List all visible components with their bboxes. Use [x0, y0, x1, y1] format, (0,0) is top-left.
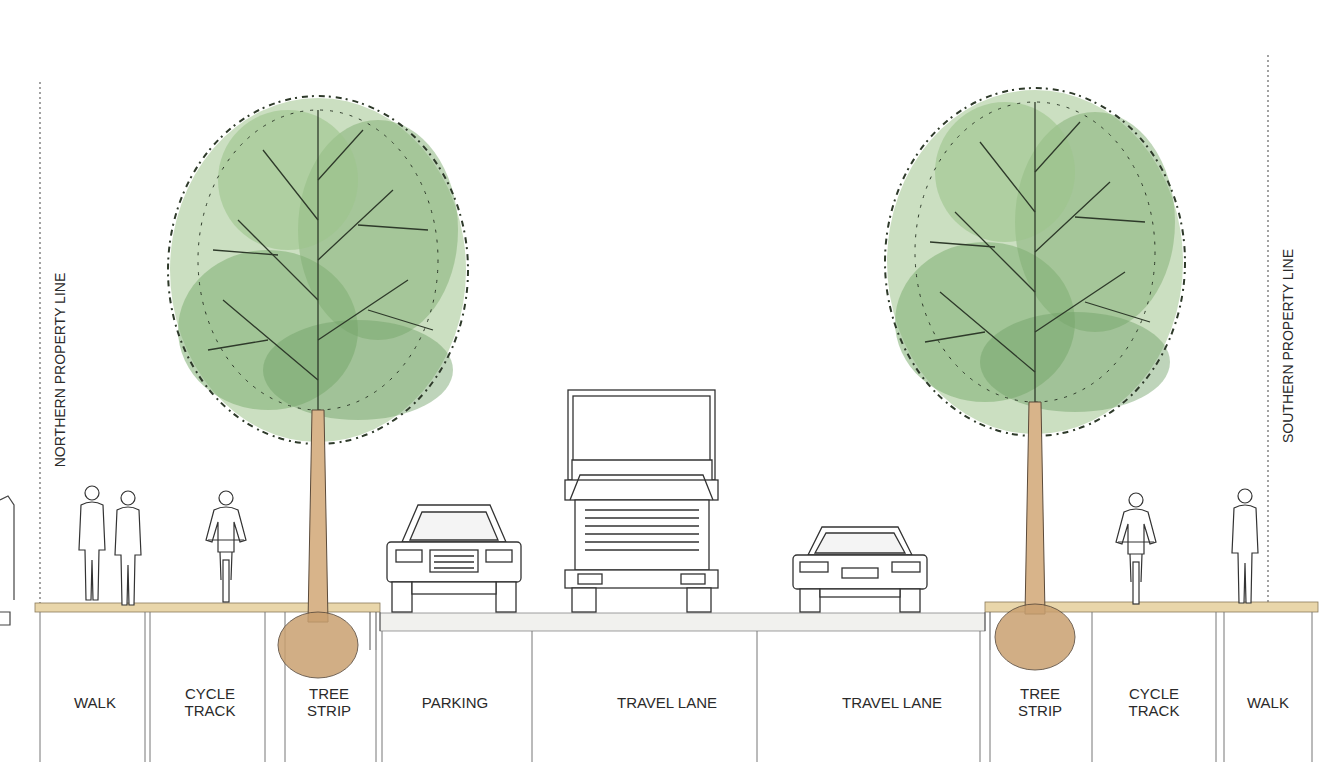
- street-tree: [885, 88, 1185, 670]
- section-dividers: [40, 612, 1312, 762]
- section-label: WALK: [50, 694, 140, 711]
- pedestrian: [1232, 489, 1258, 603]
- property-line-label: SOUTHERN PROPERTY LINE: [1280, 249, 1296, 443]
- section-label: WALK: [1228, 694, 1308, 711]
- section-label: TREE STRIP: [1008, 685, 1072, 719]
- roadway: [380, 613, 985, 631]
- property-line-label: NORTHERN PROPERTY LINE: [52, 273, 68, 468]
- cyclist: [206, 491, 246, 602]
- section-label: TRAVEL LANE: [567, 694, 767, 711]
- property-line: [1267, 55, 1268, 603]
- section-label: PARKING: [385, 694, 525, 711]
- building-edge: [0, 496, 14, 625]
- section-label: CYCLE TRACK: [176, 685, 244, 719]
- pedestrian: [79, 486, 105, 600]
- section-label: TRAVEL LANE: [792, 694, 992, 711]
- section-label: CYCLE TRACK: [1120, 685, 1188, 719]
- curb: [370, 612, 990, 650]
- pedestrian: [115, 491, 141, 605]
- section-label: TREE STRIP: [297, 685, 361, 719]
- parked-car: [387, 505, 521, 612]
- truck: [565, 390, 718, 612]
- cyclist: [1116, 493, 1156, 604]
- property-line: [39, 82, 40, 603]
- travel-car: [793, 527, 927, 612]
